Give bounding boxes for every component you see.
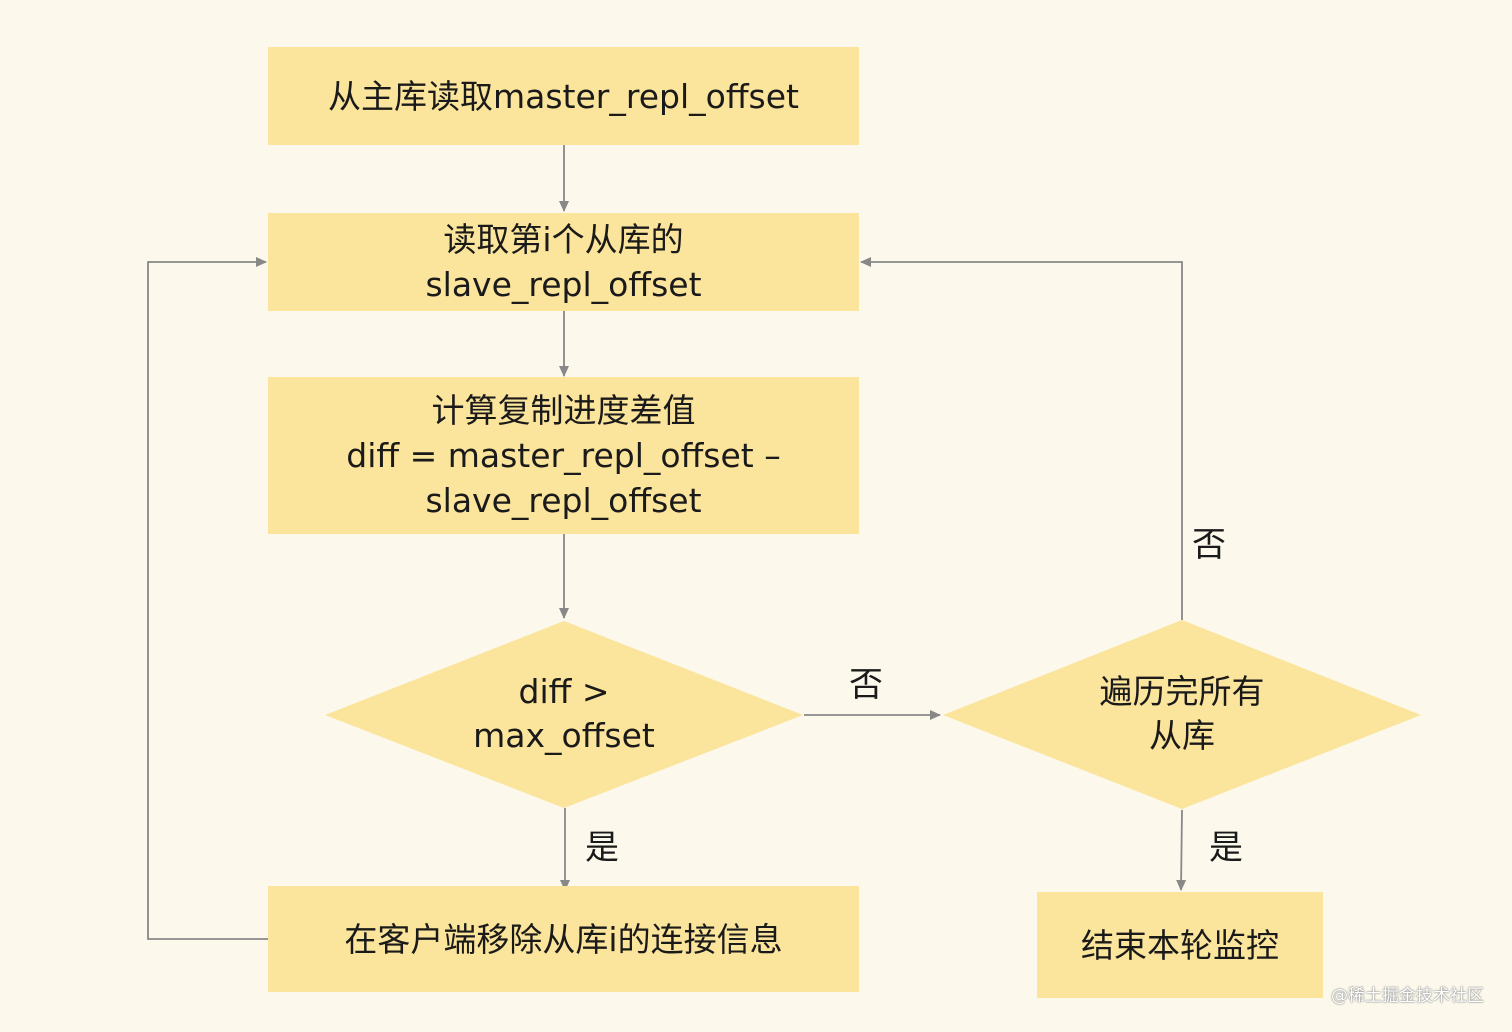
decision-diff-line1: diff >	[518, 672, 610, 711]
decision-all-line1: 遍历完所有	[1099, 672, 1265, 711]
decision-diff-text: diff > max_offset	[404, 668, 724, 760]
remove-client-node: 在客户端移除从库i的连接信息	[268, 886, 859, 992]
compute-diff-label-line1: 计算复制进度差值	[431, 391, 696, 430]
decision-all-text: 遍历完所有 从库	[1022, 668, 1342, 760]
edge-label-all-no: 否	[1192, 525, 1226, 565]
read-master-node: 从主库读取master_repl_offset	[268, 47, 859, 145]
compute-diff-label-line2: diff = master_repl_offset –	[346, 436, 781, 475]
read-slave-label-line1: 读取第i个从库的	[443, 220, 684, 259]
decision-diff-line2: max_offset	[473, 716, 655, 755]
edge-all-no-loop	[860, 257, 1183, 620]
read-slave-node: 读取第i个从库的 slave_repl_offset	[268, 213, 859, 311]
read-slave-label-line2: slave_repl_offset	[425, 265, 702, 304]
edge-label-diff-no: 否	[849, 665, 883, 705]
decision-all-shape	[943, 620, 1421, 809]
end-round-label: 结束本轮监控	[1081, 925, 1279, 965]
edge-all-yes	[1176, 809, 1187, 891]
compute-diff-node: 计算复制进度差值 diff = master_repl_offset – sla…	[268, 377, 859, 534]
watermark: @稀土掘金技术社区	[1331, 986, 1484, 1006]
edge-label-diff-yes: 是	[585, 828, 619, 868]
edge-label-all-yes: 是	[1209, 828, 1243, 868]
edge-remove-loop	[147, 257, 268, 940]
compute-diff-label-line3: slave_repl_offset	[425, 481, 702, 520]
read-master-label: 从主库读取master_repl_offset	[328, 76, 799, 116]
remove-client-label: 在客户端移除从库i的连接信息	[344, 919, 783, 959]
end-round-node: 结束本轮监控	[1037, 892, 1323, 998]
decision-diff-shape	[325, 621, 803, 808]
decision-all-line2: 从库	[1149, 716, 1215, 755]
